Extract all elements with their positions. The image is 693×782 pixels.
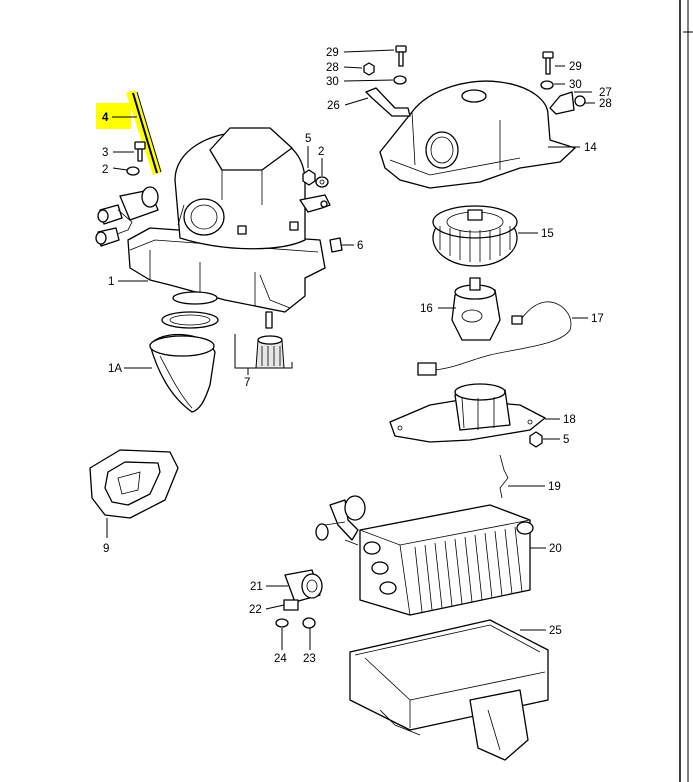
- part-29-bolt-b: [542, 51, 554, 75]
- part-16-motor: [451, 277, 501, 341]
- part-6-clip: [329, 237, 343, 253]
- callout-labels: 29 28 30 26 29 30 27 28 14 4 3 2 5 2 6 1…: [102, 47, 612, 665]
- part-3-bolt: [134, 141, 146, 162]
- part-25-lower-housing: [349, 619, 549, 761]
- callout-19: 19: [548, 481, 561, 493]
- callout-29a: 29: [326, 47, 339, 59]
- leader-lines: [106, 49, 595, 650]
- callout-29b: 29: [569, 61, 582, 73]
- part-21-expansion-valve: [284, 569, 323, 603]
- part-28-nut-b: [574, 95, 586, 107]
- part-7-gasket-filter: [161, 311, 285, 369]
- part-2-washer-right: [315, 176, 329, 188]
- part-15-fan-wheel: [432, 205, 518, 267]
- part-19-clip: [499, 454, 509, 499]
- part-14-blower-cover: [379, 80, 576, 189]
- callout-2a: 2: [102, 164, 108, 176]
- part-30-washer-a: [393, 75, 407, 85]
- callout-6: 6: [357, 240, 363, 252]
- part-9-duct-boot: [89, 449, 179, 519]
- part-1A-elbow-duct: [149, 333, 216, 413]
- callout-24: 24: [274, 653, 287, 665]
- highlight-marker: [96, 103, 131, 129]
- part-26-bracket: [365, 87, 411, 117]
- callout-30b: 30: [569, 79, 582, 91]
- callout-1: 1: [108, 276, 114, 288]
- callout-28b: 28: [599, 98, 612, 110]
- callout-26: 26: [327, 100, 340, 112]
- part-22-fitting: [283, 599, 299, 611]
- part-20-evaporator-core: [315, 495, 534, 616]
- part-5-nut: [302, 169, 316, 186]
- part-30-washer-b: [540, 80, 554, 90]
- callout-30a: 30: [326, 76, 339, 88]
- part-27-bracket: [549, 91, 575, 115]
- callout-4: 4: [102, 112, 109, 124]
- callout-5a: 5: [305, 133, 311, 145]
- callout-23: 23: [303, 653, 316, 665]
- callout-20: 20: [549, 543, 562, 555]
- part-18-mounting-plate: [389, 383, 546, 443]
- part-29-bolt-a: [395, 45, 407, 67]
- callout-3: 3: [102, 147, 108, 159]
- callout-15: 15: [541, 228, 554, 240]
- callout-16: 16: [420, 303, 433, 315]
- callout-7: 7: [244, 377, 250, 389]
- part-17-wire-harness: [417, 301, 572, 376]
- callout-27: 27: [599, 87, 612, 99]
- callout-2b: 2: [318, 146, 324, 158]
- part-24-washer: [275, 618, 289, 628]
- callout-21: 21: [250, 581, 263, 593]
- callout-9: 9: [103, 543, 109, 555]
- callout-22: 22: [249, 604, 262, 616]
- callout-18: 18: [563, 414, 576, 426]
- callout-17: 17: [591, 313, 604, 325]
- part-28-nut-a: [363, 62, 375, 76]
- callout-14: 14: [584, 142, 597, 154]
- callout-5b: 5: [563, 434, 569, 446]
- part-2-washer: [126, 166, 140, 176]
- part-4-rod: [132, 92, 158, 174]
- callout-1A: 1A: [108, 363, 122, 375]
- callout-28a: 28: [326, 62, 339, 74]
- part-5-nut-right: [529, 431, 543, 448]
- part-23-o-ring: [302, 617, 316, 629]
- blower-housing-assembly: [95, 127, 331, 329]
- callout-25: 25: [549, 625, 562, 637]
